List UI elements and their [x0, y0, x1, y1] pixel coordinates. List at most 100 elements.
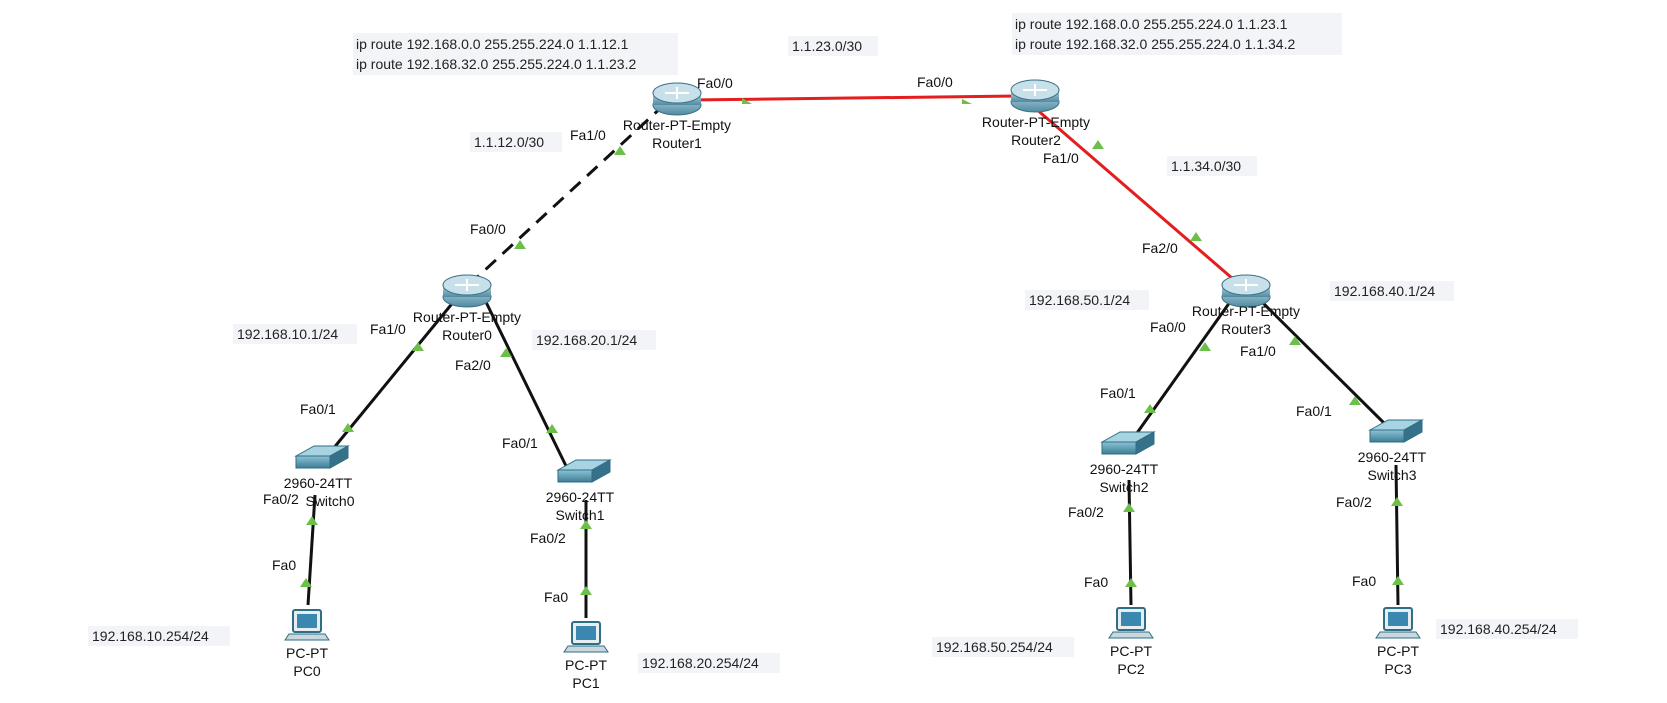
port-labels: Fa0/0 Fa0/0 Fa1/0 Fa0/0 Fa1/0 Fa2/0 Fa1/…	[263, 74, 1376, 605]
device-model: 2960-24TT	[1358, 449, 1427, 465]
port-up-icon	[1289, 336, 1301, 345]
port-label: Fa0/2	[530, 530, 566, 546]
link-router1-router2[interactable]	[689, 94, 1018, 102]
device-name: Router2	[1011, 132, 1061, 148]
switch0-device[interactable]	[294, 445, 350, 469]
device-model: Router-PT-Empty	[982, 114, 1090, 130]
host-label[interactable]: 192.168.50.254/24	[936, 639, 1053, 655]
host-label[interactable]: 192.168.10.254/24	[92, 628, 209, 644]
port-up-icon	[1391, 497, 1403, 506]
device-name: Router1	[652, 135, 702, 151]
port-up-icon	[306, 516, 318, 525]
device-model: 2960-24TT	[284, 475, 353, 491]
route-note-router1[interactable]: ip route 192.168.0.0 255.255.224.0 1.1.1…	[353, 33, 678, 75]
port-up-icon	[742, 98, 752, 104]
pc1-device[interactable]	[563, 621, 609, 653]
device-name: Switch1	[555, 507, 604, 523]
device-model: PC-PT	[286, 645, 328, 661]
gateway-label[interactable]: 192.168.50.1/24	[1029, 292, 1130, 308]
network-label[interactable]: 1.1.12.0/30	[474, 134, 544, 150]
port-up-icon	[614, 146, 626, 155]
device-name: PC0	[293, 663, 320, 679]
device-model: PC-PT	[565, 657, 607, 673]
pc3-device[interactable]	[1375, 607, 1421, 639]
route-line: ip route 192.168.0.0 255.255.224.0 1.1.1…	[356, 36, 629, 52]
device-name: Switch0	[305, 493, 354, 509]
device-name: Router3	[1221, 321, 1271, 337]
device-model: PC-PT	[1377, 643, 1419, 659]
port-label: Fa1/0	[1240, 343, 1276, 359]
switch2-device[interactable]	[1100, 431, 1156, 455]
port-label: Fa2/0	[1142, 240, 1178, 256]
device-captions: Router-PT-Empty Router1 Router-PT-Empty …	[284, 114, 1427, 691]
gateway-label[interactable]: 192.168.40.1/24	[1334, 283, 1435, 299]
switch3-device[interactable]	[1368, 419, 1424, 443]
port-label: Fa0	[544, 589, 568, 605]
pc0-device[interactable]	[284, 609, 330, 641]
port-up-icon	[1199, 342, 1211, 351]
device-model: Router-PT-Empty	[1192, 303, 1300, 319]
port-label: Fa0/0	[917, 74, 953, 90]
port-label: Fa0/1	[300, 401, 336, 417]
device-name: Router0	[442, 327, 492, 343]
port-up-icon	[500, 348, 512, 357]
gateway-label[interactable]: 192.168.10.1/24	[237, 326, 338, 342]
port-label: Fa0/0	[697, 75, 733, 91]
port-up-icon	[342, 423, 354, 432]
port-up-icon	[1092, 140, 1104, 149]
port-up-icon	[514, 240, 526, 249]
port-up-icon	[300, 578, 312, 587]
router2-device[interactable]	[1010, 79, 1060, 113]
port-label: Fa1/0	[1043, 150, 1079, 166]
device-model: 2960-24TT	[1090, 461, 1159, 477]
device-name: PC3	[1384, 661, 1411, 677]
route-note-router2[interactable]: ip route 192.168.0.0 255.255.224.0 1.1.2…	[1012, 13, 1342, 55]
port-label: Fa0	[272, 557, 296, 573]
network-label[interactable]: 1.1.34.0/30	[1171, 158, 1241, 174]
port-label: Fa0/0	[470, 221, 506, 237]
port-label: Fa0/2	[1336, 494, 1372, 510]
port-up-icon	[1125, 578, 1137, 587]
port-indicators	[300, 98, 1404, 595]
port-label: Fa0	[1084, 574, 1108, 590]
network-label[interactable]: 1.1.23.0/30	[792, 38, 862, 54]
port-up-icon	[580, 520, 592, 529]
router1-device[interactable]	[652, 82, 702, 116]
port-label: Fa1/0	[370, 321, 406, 337]
port-label: Fa2/0	[455, 357, 491, 373]
port-label: Fa0/1	[502, 435, 538, 451]
address-labels: 192.168.10.1/24 192.168.20.1/24 192.168.…	[88, 281, 1578, 673]
port-label: Fa1/0	[570, 127, 606, 143]
link-router3-switch3[interactable]	[1260, 300, 1388, 427]
link-router0-switch1[interactable]	[483, 299, 570, 471]
switch1-device[interactable]	[556, 459, 612, 483]
router0-device[interactable]	[442, 274, 492, 308]
route-line: ip route 192.168.0.0 255.255.224.0 1.1.2…	[1015, 16, 1288, 32]
link-router2-router3[interactable]	[1034, 106, 1241, 287]
port-up-icon	[546, 424, 558, 433]
port-label: Fa0/2	[1068, 504, 1104, 520]
port-label: Fa0/1	[1296, 403, 1332, 419]
port-up-icon	[1190, 232, 1202, 241]
link-router3-switch2[interactable]	[1130, 301, 1232, 441]
port-up-icon	[1392, 576, 1404, 585]
port-label: Fa0/1	[1100, 385, 1136, 401]
host-label[interactable]: 192.168.20.254/24	[642, 655, 759, 671]
device-model: 2960-24TT	[546, 489, 615, 505]
route-line: ip route 192.168.32.0 255.255.224.0 1.1.…	[356, 56, 636, 72]
port-up-icon	[412, 342, 424, 351]
gateway-label[interactable]: 192.168.20.1/24	[536, 332, 637, 348]
route-line: ip route 192.168.32.0 255.255.224.0 1.1.…	[1015, 36, 1295, 52]
device-name: PC2	[1117, 661, 1144, 677]
link-router1-router0[interactable]	[470, 102, 667, 284]
pc2-device[interactable]	[1108, 607, 1154, 639]
device-name: Switch2	[1099, 479, 1148, 495]
router3-device[interactable]	[1221, 274, 1271, 308]
network-labels: 1.1.23.0/30 1.1.12.0/30 1.1.34.0/30	[470, 36, 1257, 176]
device-model: Router-PT-Empty	[623, 117, 731, 133]
device-model: Router-PT-Empty	[413, 309, 521, 325]
host-label[interactable]: 192.168.40.254/24	[1440, 621, 1557, 637]
device-name: Switch3	[1367, 467, 1416, 483]
link-switch0-pc0[interactable]	[306, 494, 317, 606]
port-up-icon	[1349, 396, 1361, 405]
